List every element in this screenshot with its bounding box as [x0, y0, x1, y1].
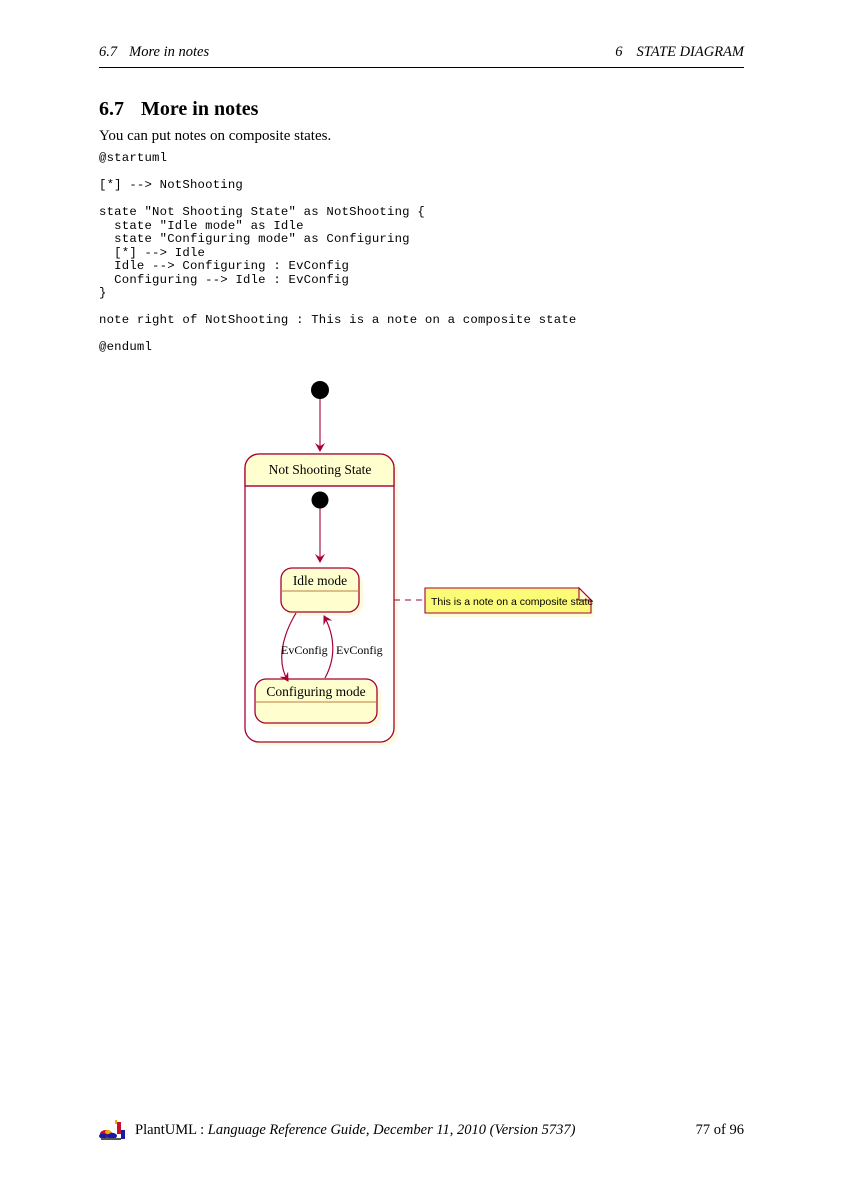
plantuml-logo-icon: [99, 1120, 129, 1142]
header-left-number: 6.7: [99, 44, 118, 60]
footer-product: PlantUML :: [135, 1122, 205, 1138]
outer-initial-state-node: [311, 381, 329, 399]
note-fold-icon: [578, 586, 593, 601]
section-title-text: More in notes: [141, 98, 259, 120]
header-right-number: 6: [615, 44, 623, 60]
code-line: state "Not Shooting State" as NotShootin…: [99, 205, 425, 219]
section-intro-text: You can put notes on composite states.: [99, 128, 332, 144]
note-text: This is a note on a composite state: [431, 596, 593, 608]
transition-idle-to-configuring: [279, 612, 297, 682]
code-blank-line: [99, 166, 577, 180]
code-line: Configuring --> Idle : EvConfig: [99, 272, 350, 287]
code-line: [*] --> NotShooting: [99, 178, 244, 192]
code-line: Idle --> Configuring : EvConfig: [99, 259, 350, 273]
composite-state-title-bar: [244, 453, 395, 487]
footer-subtitle: Language Reference Guide, December 11, 2…: [207, 1122, 576, 1138]
state-diagram: Not Shooting State Idle mode Configuring…: [0, 368, 843, 768]
code-line: @startuml: [99, 151, 168, 165]
code-line: @enduml: [99, 340, 153, 354]
code-blank-line: [99, 301, 577, 315]
composite-state-title: Not Shooting State: [269, 462, 372, 477]
transition-configuring-to-idle-label: EvConfig: [336, 643, 383, 657]
inner-initial-state-node: [311, 491, 329, 509]
code-line: state "Idle mode" as Idle: [99, 218, 304, 233]
idle-mode-label: Idle mode: [293, 573, 347, 588]
header-left: 6.7 More in notes: [99, 44, 209, 61]
code-blank-line: [99, 193, 577, 207]
header-left-title: More in notes: [129, 44, 210, 60]
idle-mode-state[interactable]: [280, 567, 360, 613]
code-line: state "Configuring mode" as Configuring: [99, 232, 410, 246]
footer-text: PlantUML : Language Reference Guide, Dec…: [135, 1122, 575, 1139]
header-right-title: STATE DIAGRAM: [636, 44, 744, 60]
configuring-mode-state[interactable]: [254, 678, 378, 724]
header-right: 6 STATE DIAGRAM: [615, 44, 744, 61]
transition-idle-to-configuring-label: EvConfig: [281, 643, 328, 657]
running-header: 6.7 More in notes 6 STATE DIAGRAM: [99, 44, 744, 68]
code-line: }: [99, 286, 107, 300]
page-footer: PlantUML : Language Reference Guide, Dec…: [99, 1118, 744, 1146]
code-line: [*] --> Idle: [99, 245, 206, 260]
section-heading: 6.7 More in notes: [99, 98, 258, 121]
footer-page-number: 77 of 96: [695, 1122, 744, 1138]
section-number: 6.7: [99, 98, 124, 120]
header-rule: [99, 67, 744, 68]
code-blank-line: [99, 328, 577, 342]
code-listing: @startuml [*] --> NotShooting state "Not S…: [99, 151, 577, 355]
note-body[interactable]: [424, 587, 592, 614]
transition-configuring-to-idle: [323, 615, 334, 679]
configuring-mode-label: Configuring mode: [266, 684, 365, 699]
code-line: note right of NotShooting : This is a no…: [99, 313, 577, 327]
